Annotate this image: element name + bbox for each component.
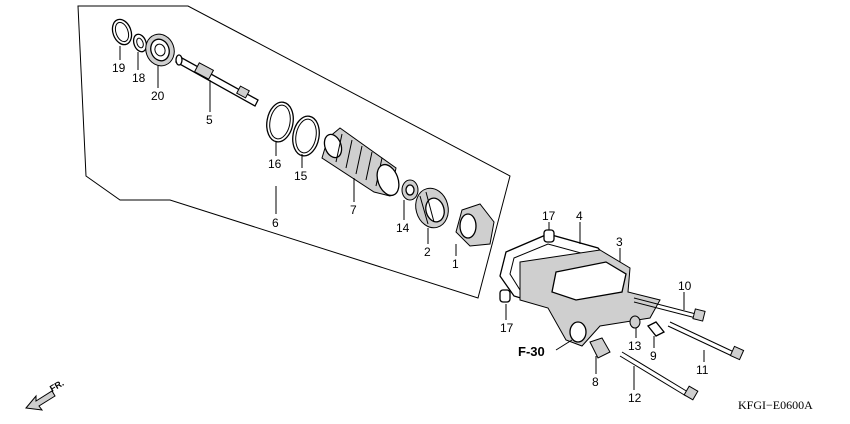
part-cover-1: [455, 203, 495, 247]
callout-12: 12: [628, 391, 642, 405]
drawing-code: KFGI−E0600A: [738, 398, 813, 412]
part-clip-8: [589, 337, 611, 359]
callout-14: 14: [396, 221, 410, 235]
front-direction-arrow-icon: [25, 390, 56, 411]
part-bracket-3: [519, 249, 661, 347]
part-washer-18: [132, 33, 148, 53]
part-ring-14: [401, 179, 419, 201]
callout-4: 4: [576, 209, 583, 223]
part-bolt-9: [646, 321, 666, 337]
callout-3: 3: [616, 235, 623, 249]
callout-11: 11: [696, 363, 709, 377]
callout-8: 8: [592, 375, 599, 389]
part-shaft-5: [174, 54, 259, 107]
part-collar-17-bottom: [499, 289, 511, 303]
callout-20: 20: [151, 89, 165, 103]
callout-17-top: 17: [542, 209, 556, 223]
callout-13: 13: [628, 339, 642, 353]
part-bearing-20: [145, 33, 175, 67]
part-collar-17-top: [543, 229, 555, 243]
callout-5: 5: [206, 113, 213, 127]
callout-7: 7: [350, 203, 357, 217]
part-bolt-11: [667, 321, 745, 361]
direction-label: FR.: [48, 378, 66, 394]
part-boot-7: [321, 127, 400, 197]
callout-15: 15: [294, 169, 308, 183]
callout-2: 2: [424, 245, 431, 259]
callout-9: 9: [650, 349, 657, 363]
part-bolt-12: [619, 351, 699, 401]
callout-1: 1: [452, 257, 459, 271]
reference-f30: F-30: [518, 344, 545, 359]
part-oring-15: [292, 115, 320, 157]
part-seal-2: [415, 187, 449, 229]
leader-lines: [119, 46, 705, 390]
callout-18: 18: [132, 71, 146, 85]
assembly-6-outline: [77, 5, 511, 299]
part-washer-13: [629, 315, 641, 329]
callout-17-bottom: 17: [500, 321, 514, 335]
callout-6: 6: [272, 216, 279, 230]
part-circlip-19: [111, 18, 133, 46]
callout-16: 16: [268, 157, 282, 171]
part-bolt-10: [633, 297, 706, 322]
part-oring-16: [266, 101, 294, 143]
callout-10: 10: [678, 279, 692, 293]
callout-19: 19: [112, 61, 126, 75]
